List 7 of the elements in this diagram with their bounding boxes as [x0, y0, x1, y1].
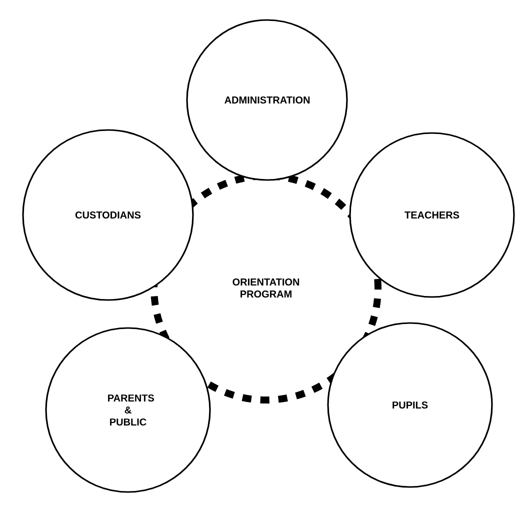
node-label: PUPILS	[392, 401, 428, 409]
circle-node: PUPILS	[327, 322, 493, 488]
circle-node: CUSTODIANS	[22, 129, 194, 301]
circle-node: PARENTS & PUBLIC	[45, 327, 211, 493]
node-label: TEACHERS	[404, 211, 460, 219]
circle-node: ADMINISTRATION	[186, 19, 348, 181]
circle-node: TEACHERS	[349, 132, 515, 298]
